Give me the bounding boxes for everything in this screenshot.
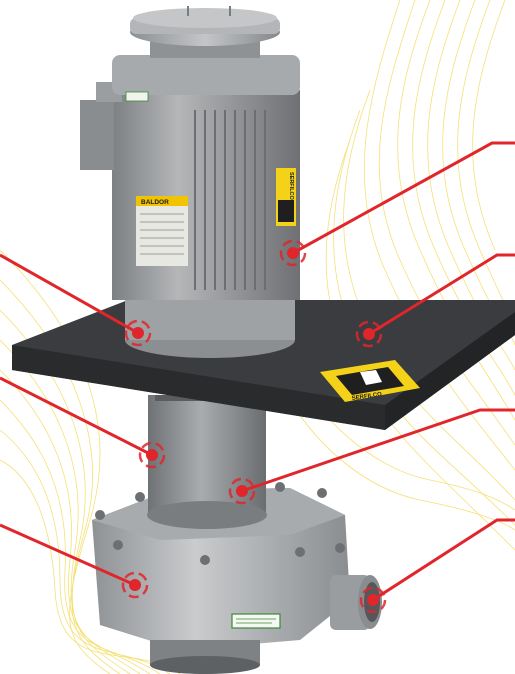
- plate-sticker-brand: SERFILCO: [351, 392, 382, 402]
- target-ring-icon: [121, 571, 149, 599]
- hotspot-pump-housing[interactable]: [121, 571, 149, 599]
- target-ring-icon: [355, 320, 383, 348]
- plate-warning-sticker: SERFILCO: [320, 360, 420, 402]
- motor: BALDOR SERFILCO: [80, 6, 300, 358]
- hotspot-layer: [121, 239, 387, 614]
- target-ring-icon: [228, 477, 256, 505]
- hotspot-center-dot: [129, 579, 141, 591]
- nameplate-brand: BALDOR: [141, 199, 169, 206]
- hotspot-column-left[interactable]: [138, 441, 166, 469]
- hotspot-column-center[interactable]: [228, 477, 256, 505]
- hotspot-center-dot: [236, 485, 248, 497]
- hotspot-center-dot: [146, 449, 158, 461]
- motor-sticker-brand: SERFILCO: [288, 172, 294, 201]
- pump-column: [147, 395, 267, 529]
- hotspot-discharge-port[interactable]: [359, 586, 387, 614]
- hotspot-motor-side[interactable]: [279, 239, 307, 267]
- hotspot-motor-base[interactable]: [124, 319, 152, 347]
- motor-nameplate: BALDOR: [136, 196, 188, 266]
- target-ring-icon: [124, 319, 152, 347]
- hotspot-center-dot: [363, 328, 375, 340]
- hotspot-mounting-plate[interactable]: [355, 320, 383, 348]
- hotspot-center-dot: [287, 247, 299, 259]
- target-ring-icon: [138, 441, 166, 469]
- hotspot-center-dot: [367, 594, 379, 606]
- callout-lines: [0, 141, 515, 602]
- target-ring-icon: [359, 586, 387, 614]
- motor-warning-sticker: SERFILCO: [276, 168, 296, 226]
- hotspot-center-dot: [132, 327, 144, 339]
- target-ring-icon: [279, 239, 307, 267]
